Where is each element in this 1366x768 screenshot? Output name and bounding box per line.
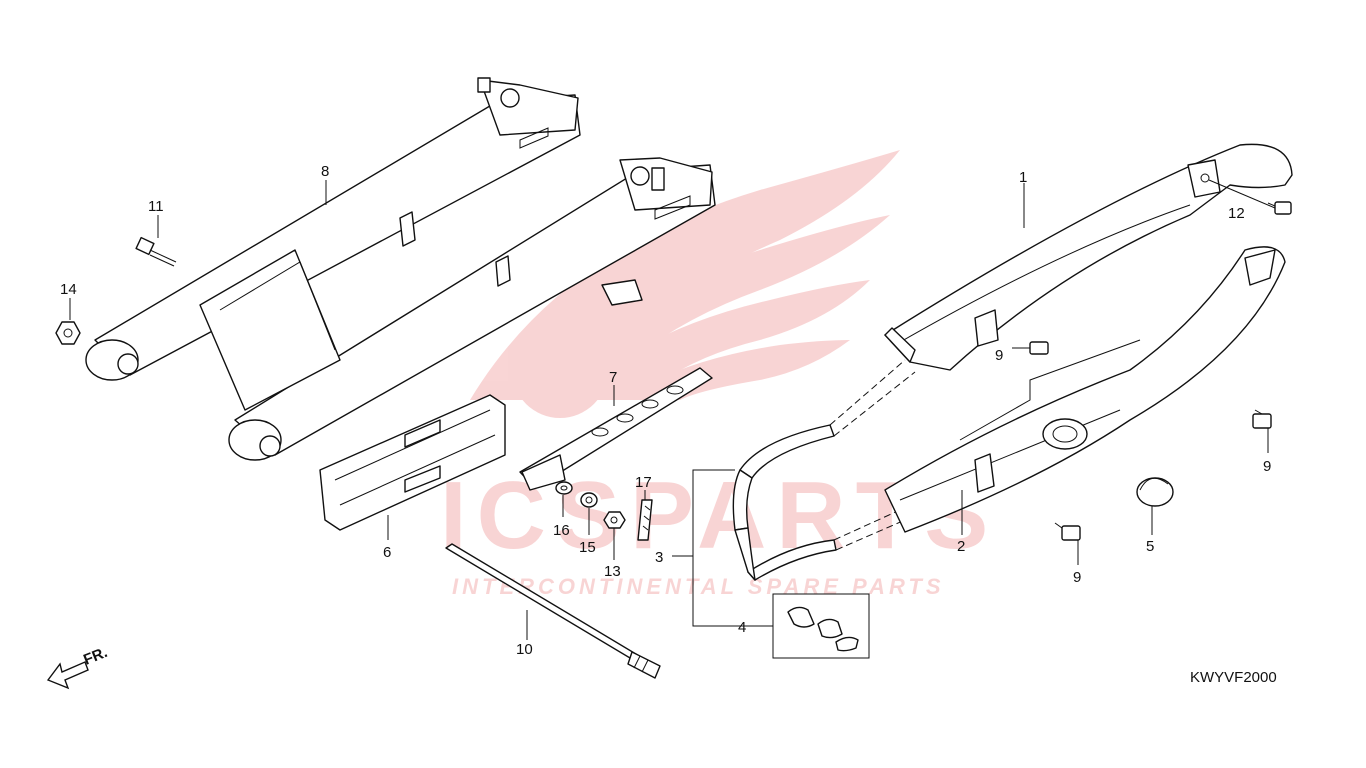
callout-13: 13 [604,563,621,580]
callout-9-right: 9 [1263,458,1271,475]
callout-labels: 1 2 3 4 5 6 7 8 9 9 9 10 11 12 13 14 15 … [60,163,1271,658]
swingarm-pivot-bushings [85,339,282,461]
callout-3: 3 [655,549,663,566]
callout-9-upper: 9 [995,347,1003,364]
chain-case-lower-2 [884,246,1286,533]
bolt-12 [1267,201,1292,215]
diagram-code: KWYVF2000 [1190,669,1277,686]
callout-1: 1 [1019,169,1027,186]
callout-11: 11 [148,198,164,215]
watermark-wing-logo [470,150,900,418]
callout-16: 16 [553,522,570,539]
nut-14 [55,321,81,345]
washer-15 [580,492,598,508]
callout-12: 12 [1228,205,1245,222]
watermark: ICSPARTS INTERCONTINENTAL SPARE PARTS [440,150,988,599]
callout-5: 5 [1146,538,1154,555]
front-direction-marker: FR. [46,644,110,690]
swingarm-left-arm [94,77,581,376]
callout-4: 4 [738,619,746,636]
pivot-shaft-10 [445,543,661,679]
drive-chain-3 [732,359,916,581]
collar-16 [555,481,573,495]
leader-lines [69,179,1276,640]
swingarm-cross-member [199,211,643,411]
master-link-kit-4 [772,593,870,659]
callout-6: 6 [383,544,391,561]
chain-guide-plate-7 [519,367,713,491]
callout-8: 8 [321,163,329,180]
callout-7: 7 [609,369,617,386]
front-label: FR. [81,644,110,669]
callout-10: 10 [516,641,533,658]
callout-15: 15 [579,539,596,556]
cotter-pin-17 [637,499,653,541]
cap-5 [1136,477,1174,507]
bolt-9-right [1252,409,1272,429]
front-arrow-icon [46,661,89,690]
callout-9-lower: 9 [1073,569,1081,586]
callout-2: 2 [957,538,965,555]
callout-14: 14 [60,281,77,298]
chain-case-upper-1 [884,143,1293,371]
bolt-9-lower [1054,522,1081,541]
nut-13 [603,511,626,529]
bolt-11 [135,236,177,267]
callout-17: 17 [635,474,652,491]
chain-slider-6 [319,394,506,531]
